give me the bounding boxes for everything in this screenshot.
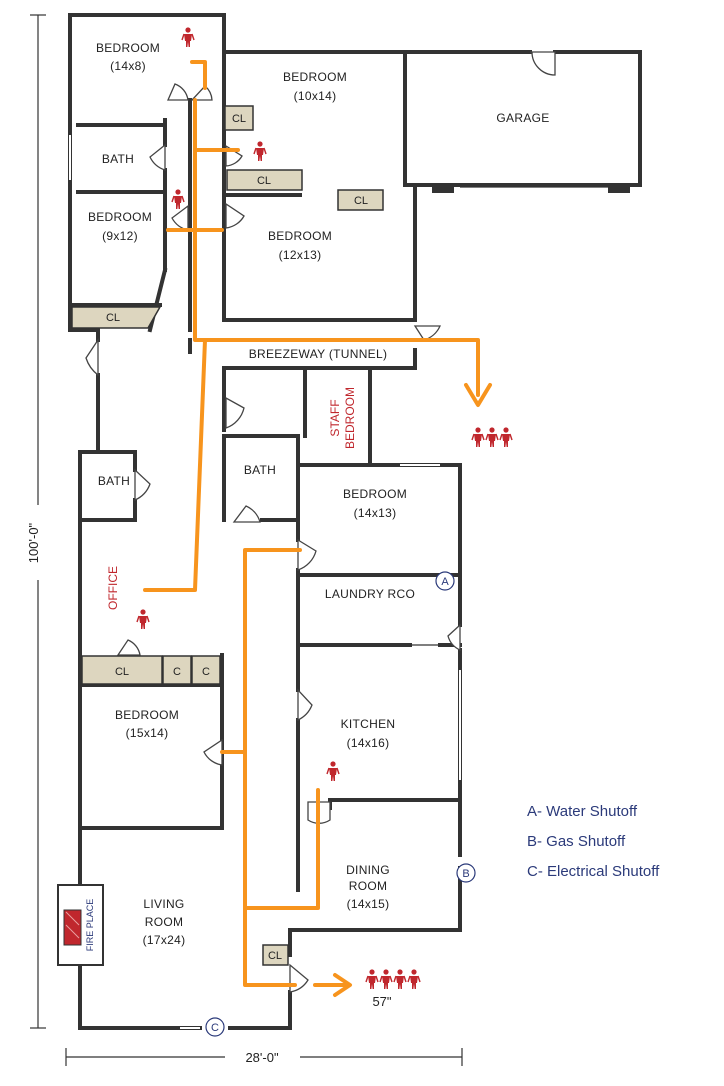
bath-c-name: BATH [244,463,276,477]
height-dimension: 100'-0" [26,522,41,563]
marker-c: C [211,1022,219,1034]
bedroom-e-size: (14x13) [354,506,397,520]
closet-8-label: CL [268,950,282,962]
closet-3-label: CL [354,195,368,207]
kitchen-name: KITCHEN [341,717,396,731]
closet-2-label: CL [257,175,271,187]
bedroom-a-size: (14x8) [110,59,146,73]
closet-4 [71,306,162,329]
garage-name: GARAGE [496,111,549,125]
bedroom-d-name: BEDROOM [268,229,332,243]
closet-7-label: C [202,666,210,678]
exit-note: 57" [372,994,391,1009]
person-icon [365,968,379,990]
shutoff-markers: A B C [205,571,476,1037]
closets: CL CL CL CL CL C C CL [71,105,384,966]
closet-3 [337,189,384,211]
bedroom-a-name: BEDROOM [96,41,160,55]
legend-water: A- Water Shutoff [527,803,638,820]
windows [69,135,461,1029]
person-icon [171,188,185,210]
closet-5 [81,655,163,685]
person-icon [499,426,513,448]
bedroom-b-name: BEDROOM [283,70,347,84]
legend-gas: B- Gas Shutoff [527,833,626,850]
bath-b-name: BATH [98,474,130,488]
living-line1: LIVING [143,897,184,911]
legend-electrical: C- Electrical Shutoff [527,863,660,880]
bath-a-name: BATH [102,152,134,166]
person-icon [393,968,407,990]
closet-2 [226,169,303,191]
closet-1 [224,105,254,131]
office-name: OFFICE [106,566,120,610]
dining-size: (14x15) [347,897,390,911]
bedroom-f-name: BEDROOM [115,708,179,722]
bedroom-c-name: BEDROOM [88,210,152,224]
breezeway-name: BREEZEWAY (TUNNEL) [249,347,388,361]
person-icon [485,426,499,448]
person-icon [253,140,267,162]
exit-arrow-south [333,973,352,997]
marker-b: B [462,868,469,880]
room-labels: BEDROOM (14x8) BEDROOM (10x14) GARAGE BA… [88,41,549,947]
bedroom-c-size: (9x12) [102,229,138,243]
closet-4-label: CL [106,312,120,324]
closet-7 [191,655,221,685]
person-icon [407,968,421,990]
bedroom-f-size: (15x14) [126,726,169,740]
person-icon [326,760,340,782]
bedroom-d-size: (12x13) [279,248,322,262]
exit-arrow-north [464,383,492,407]
legend: A- Water Shutoff B- Gas Shutoff C- Elect… [527,803,660,880]
doors [85,51,556,993]
person-icon [181,26,195,48]
evacuation-routes [143,60,492,997]
bedroom-b-size: (10x14) [294,89,337,103]
dining-line1: DINING [346,863,390,877]
kitchen-size: (14x16) [347,736,390,750]
exterior-walls [68,13,642,1030]
staff-bedroom-line1: STAFF [328,399,342,436]
person-icon [471,426,485,448]
garage-details [432,185,630,193]
laundry-name: LAUNDRY RCO [325,587,415,601]
width-dimension: 28'-0" [245,1050,279,1065]
staff-bedroom-line2: BEDROOM [343,387,357,449]
dimension-lines: 100'-0" 28'-0" [26,14,463,1067]
bedroom-e-name: BEDROOM [343,487,407,501]
living-size: (17x24) [143,933,186,947]
closet-6 [162,655,192,685]
fireplace-label: FIRE PLACE [85,899,95,952]
person-icon [136,608,150,630]
fireplace: FIRE PLACE [57,884,104,966]
closet-5-label: CL [115,666,129,678]
marker-a: A [441,576,449,588]
closet-6-label: C [173,666,181,678]
dining-line2: ROOM [349,879,388,893]
closet-8 [262,944,289,966]
living-line2: ROOM [145,915,184,929]
closet-1-label: CL [232,113,246,125]
person-icon [379,968,393,990]
